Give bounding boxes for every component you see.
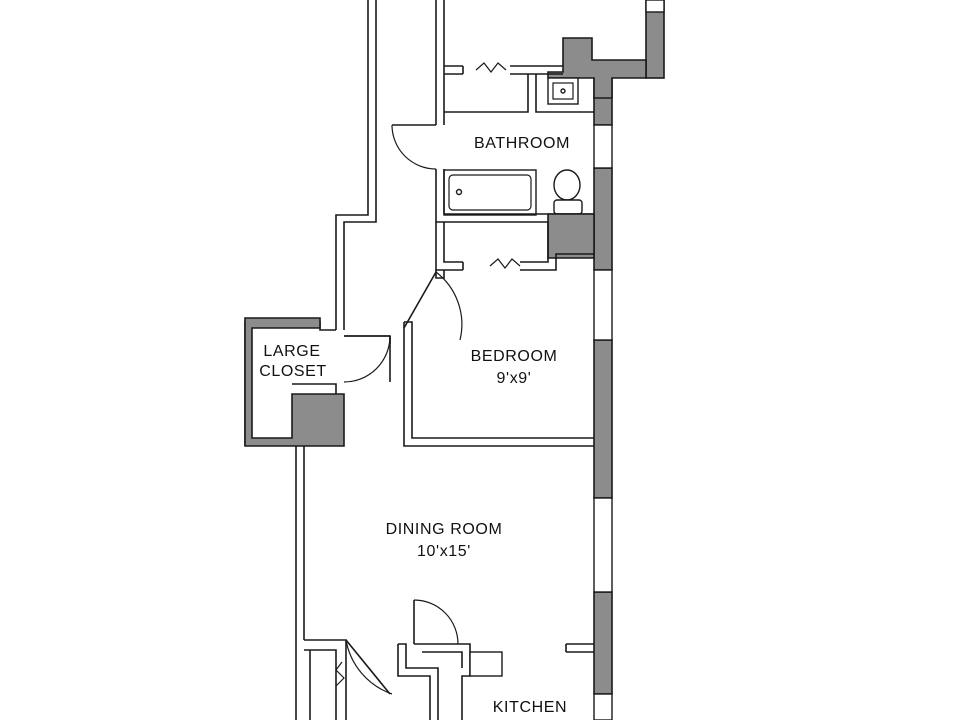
toilet <box>553 169 581 201</box>
window <box>593 124 613 169</box>
room-label-bedroom: BEDROOM <box>471 348 558 365</box>
room-label-bathroom: BATHROOM <box>474 135 570 152</box>
large-closet: LARGE CLOSET <box>244 317 391 447</box>
room-dims-bedroom: 9'x9' <box>497 370 532 387</box>
room-label-dining-room: DINING ROOM <box>386 521 503 538</box>
bedroom: BEDROOM 9'x9' <box>403 270 594 447</box>
room-dims-dining-room: 10'x15' <box>417 543 471 560</box>
east-wall <box>593 74 613 720</box>
kitchen-counter <box>469 651 503 677</box>
window <box>593 269 613 341</box>
room-label-kitchen: KITCHEN <box>493 699 567 716</box>
room-label-large-closet-line1: LARGE <box>263 343 320 360</box>
bathroom: BATHROOM <box>391 74 595 259</box>
window <box>593 693 613 720</box>
dining-room: DINING ROOM 10'x15' <box>295 446 503 720</box>
lower-walls: KITCHEN <box>304 599 594 720</box>
bedroom-closet <box>435 222 594 271</box>
top-walls <box>435 0 665 125</box>
room-label-large-closet-line2: CLOSET <box>259 363 327 380</box>
window <box>593 497 613 593</box>
